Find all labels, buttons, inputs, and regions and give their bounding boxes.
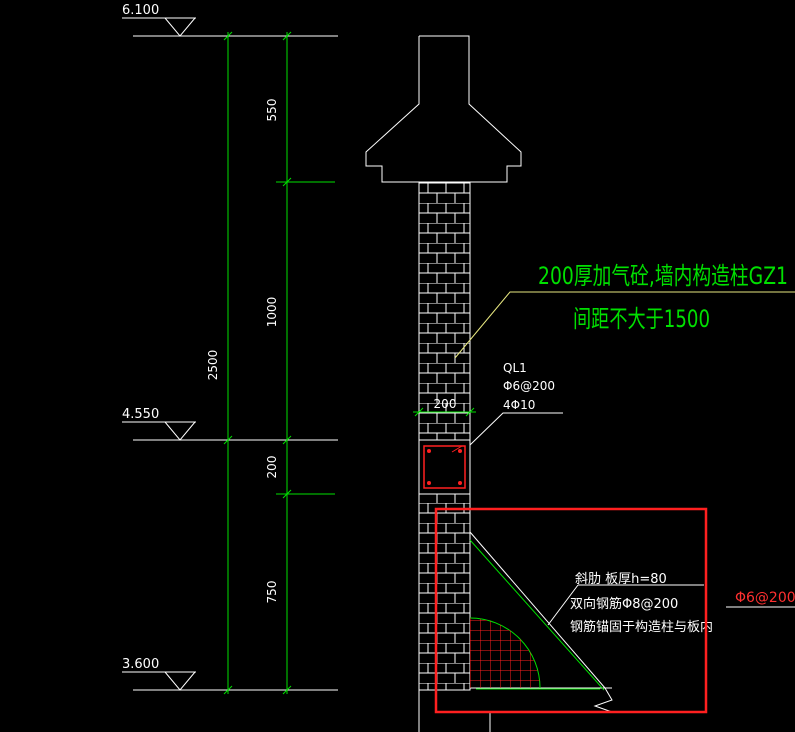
wall-note: 200厚加气砼,墙内构造柱GZ1 间距不大于1500 (454, 262, 795, 359)
dim-200: 200 (265, 456, 279, 479)
level-marker-top: 6.100 (122, 3, 338, 37)
rib-notes: 斜肋 板厚h=80 双向钢筋Φ8@200 钢筋锚固于构造柱与板内 (570, 572, 713, 635)
rib-note-line3: 钢筋锚固于构造柱与板内 (570, 619, 713, 635)
dim-2500: 2500 (206, 350, 220, 381)
highlight-box (434, 507, 708, 714)
side-rebar-callout: Φ6@200 (726, 590, 795, 608)
block-wall-upper (418, 182, 471, 441)
ring-beam-ql1 (418, 439, 471, 495)
ring-beam-callout: QL1 Φ6@200 4Φ10 (469, 361, 563, 446)
dim-750: 750 (265, 581, 279, 604)
beam-bars-label: 4Φ10 (503, 398, 535, 412)
block-wall-lower (418, 493, 471, 732)
dimension-chain: 550 1000 200 750 2500 (206, 31, 335, 695)
dim-550: 550 (265, 99, 279, 122)
beam-stirrup-label: Φ6@200 (503, 379, 555, 393)
level-marker-bottom: 3.600 (122, 657, 338, 691)
top-slab-section (365, 35, 522, 183)
haunch-rib (469, 531, 704, 732)
rib-note-line2: 双向钢筋Φ8@200 (570, 596, 678, 612)
wall-note-line1: 200厚加气砼,墙内构造柱GZ1 (538, 262, 788, 290)
wall-width-dimension: 200 (413, 397, 476, 417)
level-marker-mid: 4.550 (122, 407, 338, 441)
wall-width-label: 200 (434, 397, 457, 411)
side-rebar-label: Φ6@200 (735, 590, 795, 606)
level-label-mid: 4.550 (122, 407, 159, 422)
dim-1000: 1000 (265, 297, 279, 328)
wall-note-line2: 间距不大于1500 (573, 305, 710, 333)
beam-name-label: QL1 (503, 361, 527, 375)
level-label-top: 6.100 (122, 3, 159, 18)
rib-note-line1: 斜肋 板厚h=80 (575, 572, 667, 587)
level-label-bottom: 3.600 (122, 657, 159, 672)
